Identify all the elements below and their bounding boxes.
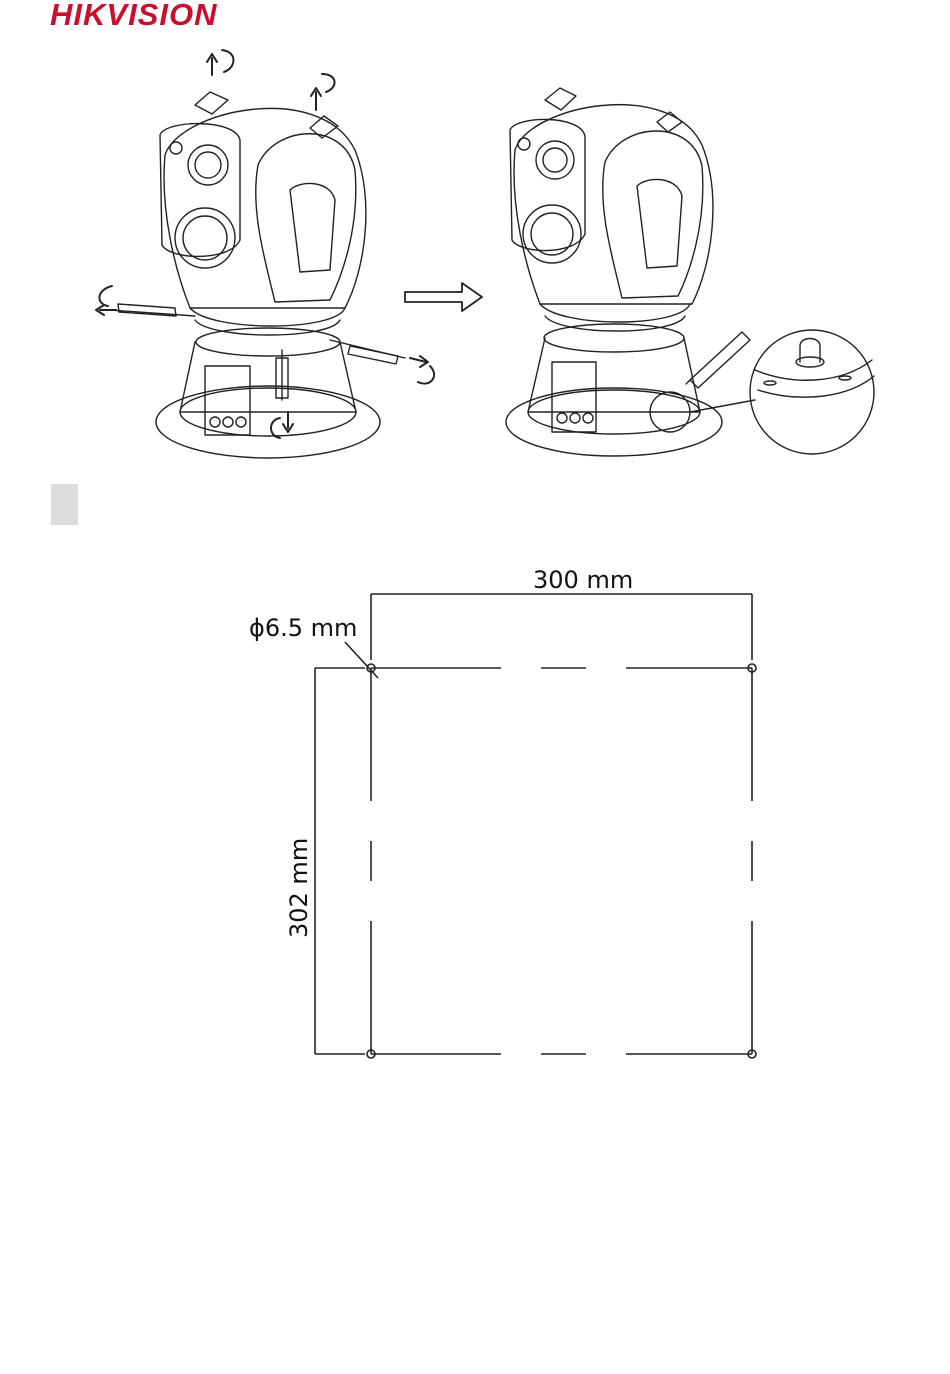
width-dimension-label: 300 mm: [533, 566, 633, 594]
camera-right-drawing: [506, 88, 874, 456]
camera-left-drawing: [110, 92, 405, 458]
camera-installation-illustration: [0, 40, 950, 480]
brand-logo-vision: VISION: [106, 0, 217, 32]
mounting-hole-dimension-drawing: 300 mm ϕ6.5 mm 302 mm: [0, 540, 950, 1100]
height-dimension-label: 302 mm: [285, 838, 313, 938]
brand-logo: HIKVISION: [50, 0, 217, 30]
right-arrow-icon: [405, 283, 482, 311]
brand-logo-hik: HIK: [50, 0, 106, 32]
hole-diameter-label: ϕ6.5 mm: [249, 614, 357, 642]
section-marker: [51, 484, 78, 525]
